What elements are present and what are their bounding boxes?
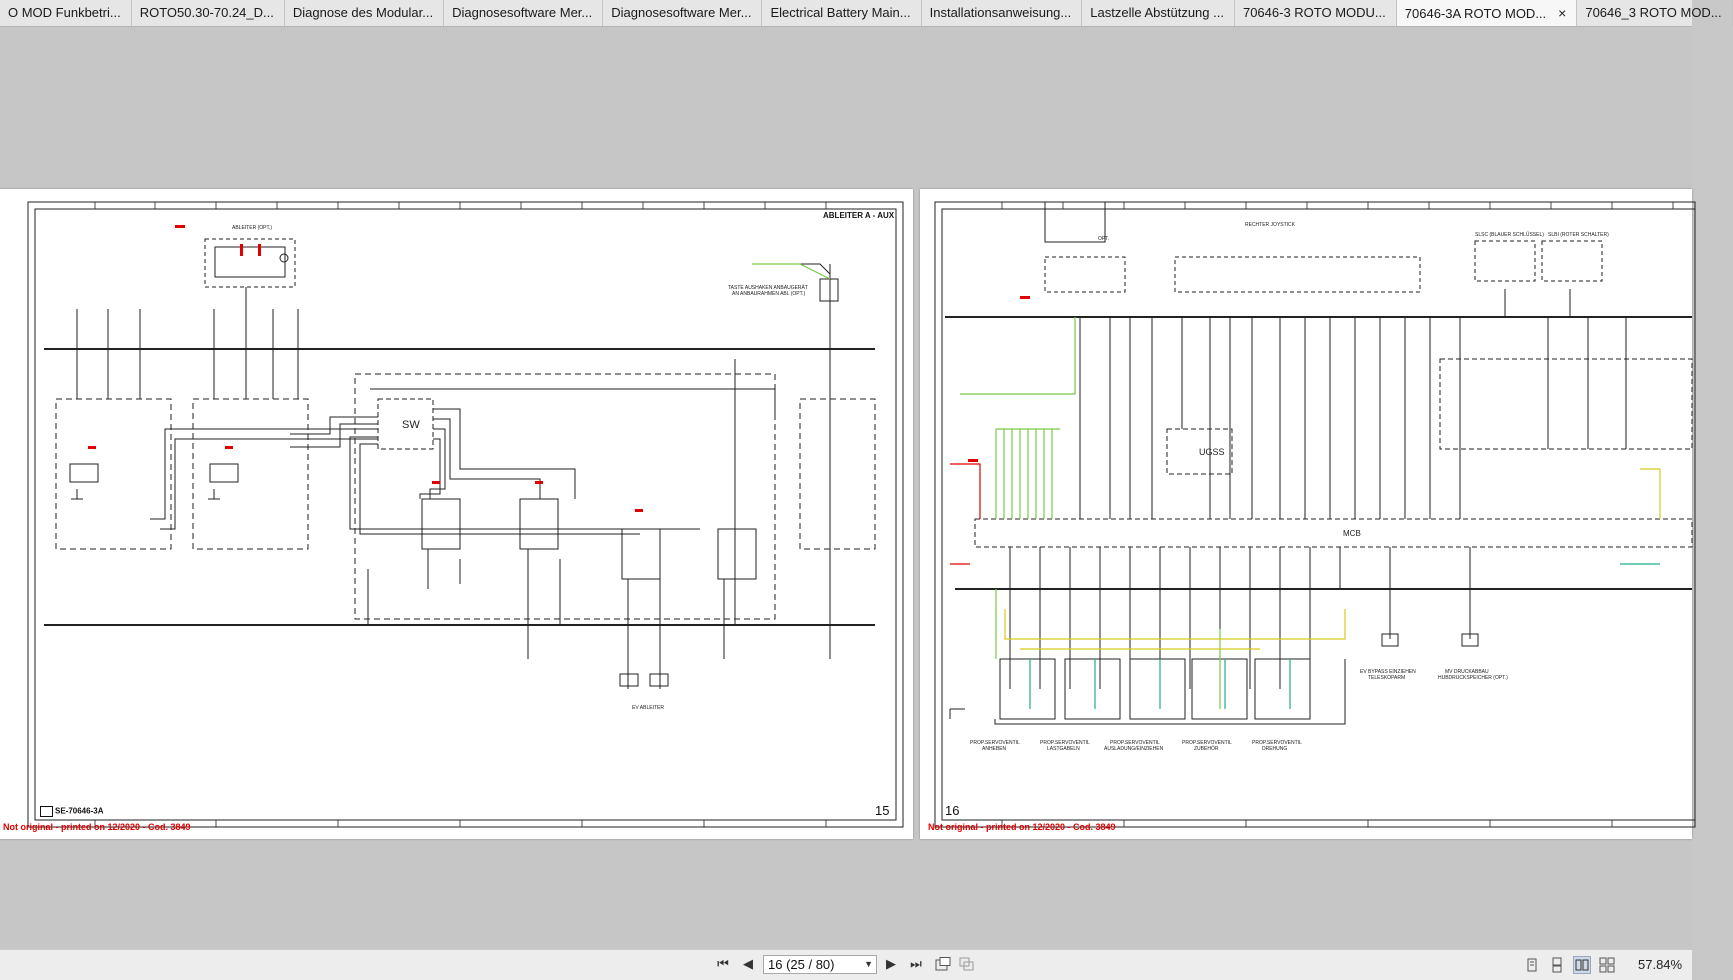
ugss-label: UGSS: [1199, 447, 1225, 457]
tab-9[interactable]: 70646-3A ROTO MOD... ×: [1396, 0, 1578, 26]
document-viewer[interactable]: SW ABLEITER (OPT.) TASTE AUSHAKEN ANBAUG…: [0, 27, 1696, 949]
tab-label: 70646-3 ROTO MODU...: [1242, 5, 1386, 20]
mv-label-2: HUBDRUCKSPEICHER (OPT.): [1438, 675, 1508, 681]
two-page-view-icon[interactable]: [1573, 956, 1591, 974]
slsc-label: SLSC (BLAUER SCHLÜSSEL): [1475, 231, 1544, 238]
tab-label: Diagnosesoftware Mer...: [611, 5, 752, 20]
opt-label: OPT.: [1098, 236, 1109, 242]
continuous-view-icon[interactable]: [1548, 956, 1566, 974]
tab-7[interactable]: Lastzelle Abstützung ...: [1082, 0, 1235, 26]
two-page-continuous-icon[interactable]: [1598, 956, 1616, 974]
tab-8[interactable]: 70646-3 ROTO MODU...: [1235, 0, 1397, 26]
first-page-icon[interactable]: ⏮: [717, 957, 729, 972]
chevron-down-icon: ▼: [864, 959, 873, 969]
ableiter-label: ABLEITER (OPT.): [232, 225, 272, 231]
joystick-label: RECHTER JOYSTICK: [1245, 222, 1296, 228]
next-page-icon[interactable]: ▶: [886, 957, 896, 972]
ev-ableiter-label: EV ABLEITER: [632, 705, 664, 711]
tab-2[interactable]: Diagnose des Modular...: [285, 0, 445, 26]
page-number: 16: [945, 803, 960, 818]
tab-label: Electrical Battery Main...: [770, 5, 911, 20]
taste-label: TASTE AUSHAKEN ANBAUGERÄT: [728, 284, 808, 291]
tab-1[interactable]: ROTO50.30-70.24_D...: [132, 0, 285, 26]
tab-label: Installationsanweisung...: [929, 5, 1072, 20]
tab-label: Diagnose des Modular...: [292, 5, 434, 20]
servo-sub-5: DREHUNG: [1262, 746, 1287, 752]
mcb-label: MCB: [1343, 529, 1361, 538]
print-warning: Not original - printed on 12/2020 - Cod.…: [3, 822, 191, 832]
page-selector-value: 16 (25 / 80): [768, 957, 835, 972]
tab-0[interactable]: O MOD Funkbetri...: [0, 0, 132, 26]
sw-label: SW: [402, 419, 420, 431]
last-page-icon[interactable]: ⏭: [910, 957, 922, 972]
prev-page-icon[interactable]: ◀: [743, 957, 753, 972]
slbi-label: SLBI (ROTER SCHALTER): [1548, 232, 1609, 238]
tab-bar: O MOD Funkbetri... ROTO50.30-70.24_D... Di…: [0, 0, 1733, 27]
single-page-view-icon[interactable]: [1523, 956, 1541, 974]
schematic-page-15: SW ABLEITER (OPT.) TASTE AUSHAKEN ANBAUG…: [27, 201, 904, 828]
tab-4[interactable]: Diagnosesoftware Mer...: [603, 0, 763, 26]
document-code: SE-70646-3A: [40, 806, 103, 817]
navigation-toolbar: ⏮ ◀ 16 (25 / 80) ▼ ▶ ⏭ 57.84%: [0, 949, 1692, 980]
page-16: UGSS MCB RECHTER JOYSTICK SLSC (BLAUER S…: [920, 189, 1696, 839]
tab-label: ROTO50.30-70.24_D...: [139, 5, 274, 20]
servo-label-5: PROP.SERVOVENTIL: [1252, 740, 1302, 746]
tab-6[interactable]: Installationsanweisung...: [922, 0, 1083, 26]
tab-label: Lastzelle Abstützung ...: [1090, 5, 1224, 20]
servo-label-1: PROP.SERVOVENTIL: [970, 740, 1020, 746]
tab-label: O MOD Funkbetri...: [8, 5, 121, 20]
print-warning: Not original - printed on 12/2020 - Cod.…: [928, 822, 1116, 832]
taste-label-2: AN ANBAURAHMEN ABL (OPT.): [732, 291, 805, 297]
servo-sub-2: LASTGABELN: [1047, 746, 1080, 752]
page-header: ABLEITER A - AUX: [823, 211, 895, 220]
servo-label-4: PROP.SERVOVENTIL: [1182, 740, 1232, 746]
tab-label: 70646-3A ROTO MOD...: [1404, 6, 1547, 21]
servo-label-2: PROP.SERVOVENTIL: [1040, 740, 1090, 746]
close-icon[interactable]: ×: [1558, 5, 1567, 21]
doc-code-text: SE-70646-3A: [55, 806, 104, 816]
bypass-label: EV BYPASS EINZIEHEN: [1360, 669, 1416, 675]
zoom-level[interactable]: 57.84%: [1638, 957, 1683, 972]
tab-10[interactable]: 70646_3 ROTO MOD...: [1577, 0, 1733, 26]
bypass-label-2: TELESKOPARM: [1368, 675, 1405, 681]
servo-label-3: PROP.SERVOVENTIL: [1110, 740, 1160, 746]
tab-3[interactable]: Diagnosesoftware Mer...: [444, 0, 604, 26]
servo-sub-4: ZUBEHÖR: [1194, 745, 1219, 752]
mv-label: MV DRUCKABBAU: [1445, 669, 1489, 675]
fit-width-icon[interactable]: [958, 957, 976, 973]
fit-page-icon[interactable]: [934, 957, 952, 973]
logo-icon: [40, 806, 53, 817]
tab-label: 70646_3 ROTO MOD...: [1585, 5, 1722, 20]
servo-sub-3: AUSLADUNG/EINZIEHEN: [1104, 746, 1164, 752]
schematic-page-16: UGSS MCB RECHTER JOYSTICK SLSC (BLAUER S…: [934, 201, 1696, 828]
page-15: SW ABLEITER (OPT.) TASTE AUSHAKEN ANBAUG…: [0, 189, 913, 839]
page-selector[interactable]: 16 (25 / 80) ▼: [763, 955, 877, 974]
servo-sub-1: ANHEBEN: [982, 746, 1007, 752]
page-number: 15: [875, 803, 890, 818]
tab-label: Diagnosesoftware Mer...: [452, 5, 593, 20]
tab-5[interactable]: Electrical Battery Main...: [762, 0, 922, 26]
